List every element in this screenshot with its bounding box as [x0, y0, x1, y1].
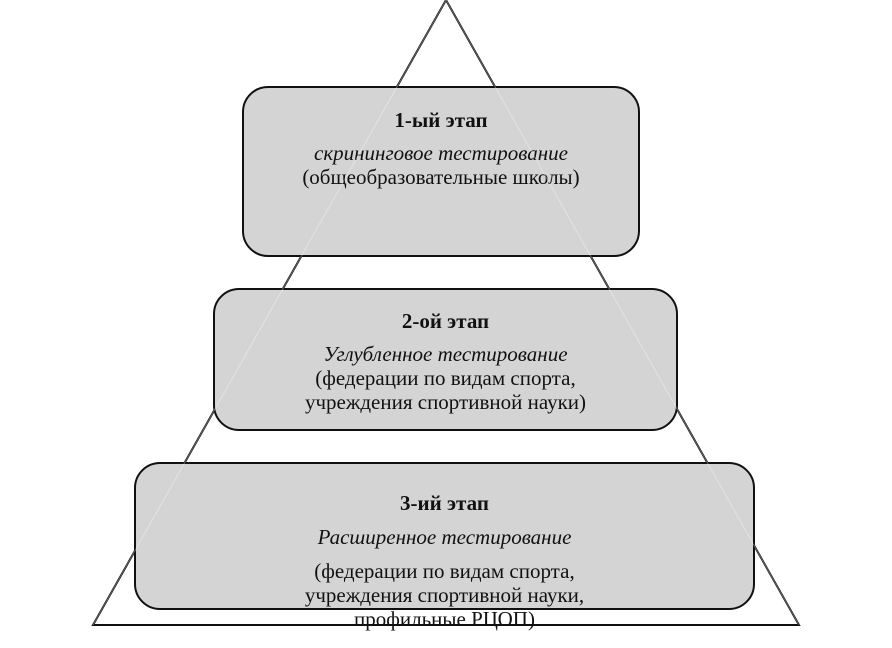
stage-2-box: 2-ой этап Углубленное тестирование (феде…	[213, 288, 678, 431]
stage-2-subtitle: Углубленное тестирование	[323, 342, 568, 366]
stage-1-subtitle: Расширенное тестирование	[317, 525, 572, 549]
stage-3-box: 1-ый этап скрининговое тестирование (общ…	[242, 86, 640, 257]
stage-3-subtitle: скрининговое тестирование	[314, 141, 568, 165]
stage-1-box: 3-ий этап Расширенное тестирование (феде…	[134, 462, 755, 631]
stage-1-note: (федерации по видам спорта, учреждения с…	[304, 559, 585, 631]
stage-3-title: 1-ый этап	[394, 108, 488, 132]
stage-2-note: (федерации по видам спорта, учреждения с…	[304, 366, 587, 414]
stage-1-title: 3-ий этап	[400, 491, 489, 515]
stage-2-title: 2-ой этап	[401, 309, 490, 333]
stage-3-note: (общеобразовательные школы)	[302, 165, 580, 189]
